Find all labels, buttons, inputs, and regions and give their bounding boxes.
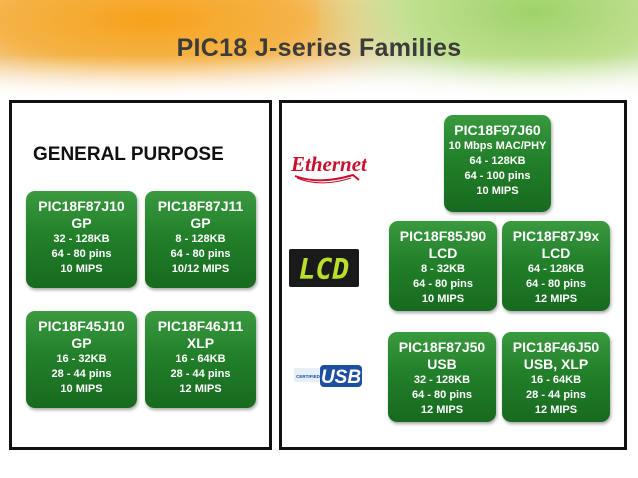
chip-card: PIC18F46J50 USB, XLP 16 - 64KB 28 - 44 p…: [502, 332, 610, 422]
chip-speed: 12 MIPS: [179, 383, 222, 395]
chip-name: PIC18F87J9x: [512, 228, 600, 244]
chip-name: PIC18F46J11: [157, 318, 244, 334]
chip-card: PIC18F87J10 GP 32 - 128KB 64 - 80 pins 1…: [26, 191, 137, 288]
usb-logo: CERTIFIED USB: [294, 364, 364, 388]
chip-type: USB: [427, 356, 457, 372]
chip-memory: 16 - 32KB: [56, 353, 107, 365]
header-fade: [0, 0, 638, 100]
chip-feature: 10 Mbps MAC/PHY: [448, 140, 547, 152]
chip-pins: 64 - 80 pins: [526, 278, 586, 290]
chip-name: PIC18F97J60: [454, 122, 541, 138]
chip-pins: 28 - 44 pins: [51, 368, 112, 380]
header-background: [0, 0, 638, 100]
chip-card: PIC18F97J60 10 Mbps MAC/PHY 64 - 128KB 6…: [444, 115, 551, 212]
chip-memory: 16 - 64KB: [175, 353, 226, 365]
chip-speed: 10 MIPS: [60, 383, 103, 395]
chip-speed: 10 MIPS: [476, 185, 519, 197]
lcd-logo: LCD: [289, 249, 359, 287]
chip-card: PIC18F87J9x LCD 64 - 128KB 64 - 80 pins …: [502, 221, 610, 311]
chip-name: PIC18F87J50: [398, 339, 486, 355]
chip-card: PIC18F45J10 GP 16 - 32KB 28 - 44 pins 10…: [26, 311, 137, 408]
chip-pins: 64 - 80 pins: [413, 278, 473, 290]
chip-speed: 10 MIPS: [421, 293, 465, 305]
chip-pins: 64 - 80 pins: [51, 248, 112, 260]
chip-card: PIC18F87J11 GP 8 - 128KB 64 - 80 pins 10…: [145, 191, 256, 288]
chip-type: GP: [71, 215, 92, 231]
chip-pins: 64 - 80 pins: [170, 248, 231, 260]
general-purpose-heading: GENERAL PURPOSE: [33, 144, 224, 165]
chip-speed: 10 MIPS: [60, 263, 103, 275]
usb-logo-text: USB: [321, 367, 361, 388]
chip-pins: 28 - 44 pins: [170, 368, 231, 380]
chip-pins: 28 - 44 pins: [526, 389, 586, 401]
chip-memory: 32 - 128KB: [413, 374, 471, 386]
chip-name: PIC18F46J50: [512, 339, 600, 355]
chip-card: PIC18F46J11 XLP 16 - 64KB 28 - 44 pins 1…: [145, 311, 256, 408]
chip-memory: 8 - 128KB: [175, 233, 226, 245]
chip-name: PIC18F87J11: [157, 198, 244, 214]
chip-memory: 8 - 32KB: [420, 263, 466, 275]
slide-title: PIC18 J-series Families: [176, 34, 462, 62]
chip-type: XLP: [186, 335, 215, 351]
chip-memory: 32 - 128KB: [53, 233, 110, 245]
ethernet-logo-text: Ethernet: [290, 152, 367, 176]
chip-card: PIC18F85J90 LCD 8 - 32KB 64 - 80 pins 10…: [389, 221, 497, 311]
chip-type: LCD: [428, 245, 458, 261]
chip-speed: 12 MIPS: [534, 293, 578, 305]
chip-type: USB, XLP: [523, 356, 589, 372]
chip-type: LCD: [541, 245, 571, 261]
chip-type: GP: [190, 215, 211, 231]
chip-pins: 64 - 80 pins: [412, 389, 472, 401]
usb-certified-text: CERTIFIED: [296, 374, 321, 379]
chip-pins: 64 - 100 pins: [464, 170, 531, 182]
chip-name: PIC18F87J10: [38, 198, 125, 214]
chip-name: PIC18F45J10: [38, 318, 125, 334]
chip-name: PIC18F85J90: [399, 228, 487, 244]
lcd-logo-text: LCD: [299, 253, 350, 286]
chip-card: PIC18F87J50 USB 32 - 128KB 64 - 80 pins …: [388, 332, 496, 422]
chip-type: GP: [71, 335, 92, 351]
ethernet-logo: Ethernet: [289, 147, 368, 187]
chip-speed: 12 MIPS: [534, 404, 578, 416]
chip-speed: 12 MIPS: [420, 404, 464, 416]
chip-memory: 64 - 128KB: [469, 155, 526, 167]
chip-memory: 64 - 128KB: [527, 263, 585, 275]
chip-speed: 10/12 MIPS: [171, 263, 230, 275]
chip-memory: 16 - 64KB: [530, 374, 582, 386]
